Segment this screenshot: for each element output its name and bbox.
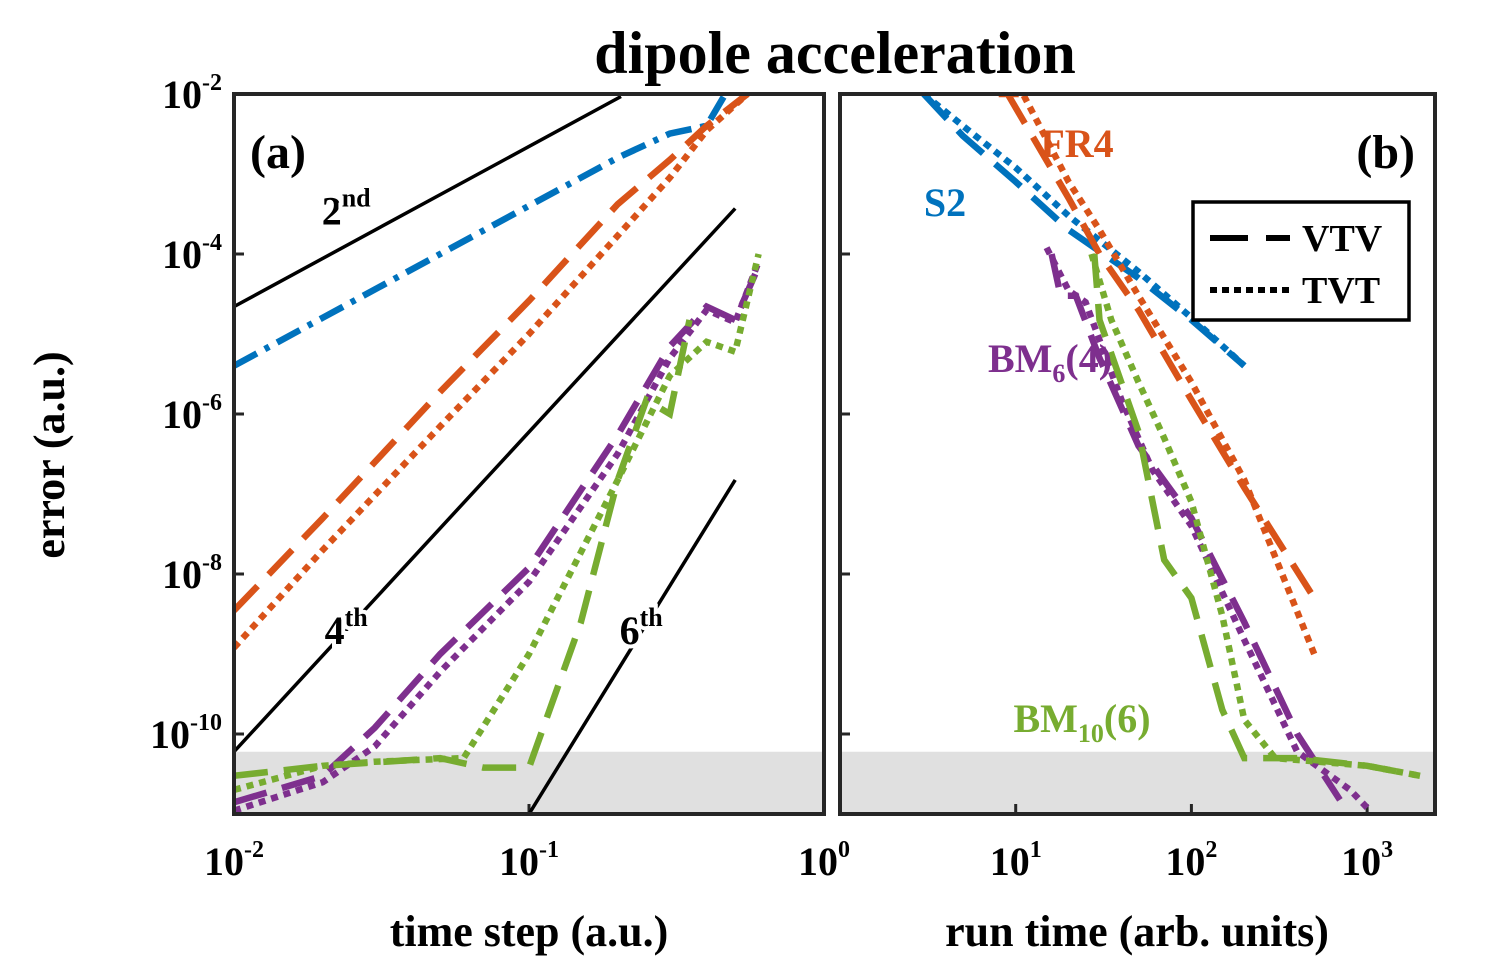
series-bm106-dotted [1088,253,1421,779]
panel-a-y-tick-labels: 10-2 10-4 10-6 10-8 10-10 [150,70,222,757]
panel-a-x-tick-label: 10-2 [204,837,264,884]
panel-b-x-tick-label: 101 [990,837,1042,884]
chart-title: dipole acceleration [594,20,1076,86]
series-bm64-dotted [234,260,762,814]
panel-a-label: (a) [250,126,306,179]
reference-label-order-4: 4th [325,603,369,653]
panel-a-y-tick-label: 10-2 [162,70,222,117]
legend-box [1191,200,1411,322]
panel-a-x-tick-label: 100 [798,837,850,884]
panel-a-reference-lines [234,94,737,814]
legend-label-tvt: TVT [1302,270,1380,312]
series-bm106-dashed [234,319,693,780]
panel-b-x-tick-labels: 101 102 103 [990,837,1393,884]
label-s2: S2 [924,180,966,225]
panel-a-y-tick-label: 10-8 [162,550,222,597]
reference-line-order-6 [527,478,737,814]
panel-a-y-tick-label: 10-4 [162,230,222,277]
y-axis-label: error (a.u.) [25,351,74,558]
legend-label-vtv: VTV [1302,218,1383,260]
reference-label-order-6: 6th [620,603,664,653]
panel-b-x-tick-label: 103 [1341,837,1393,884]
panel-a-x-axis-label: time step (a.u.) [390,907,669,956]
label-bm106: BM10(6) [1013,696,1150,748]
panel-b-x-tick-label: 102 [1165,837,1217,884]
panel-a-y-tick-label: 10-10 [150,710,222,757]
panel-a-x-tick-label: 10-1 [499,837,559,884]
reference-line-order-2 [234,94,622,309]
series-fr4-dotted [998,94,1318,656]
label-fr4: FR4 [1040,121,1113,166]
reference-line-order-4 [234,207,737,753]
panel-b-frame [838,92,1437,816]
label-bm64: BM6(4) [988,336,1112,388]
series-fr4-dashed [1004,94,1317,600]
panel-a-y-tick-label: 10-6 [162,390,222,437]
panel-a-series [234,94,762,814]
series-bm106-dotted [234,253,762,794]
panel-a-reference-labels: 2nd 4th 6th [318,179,668,656]
panel-b-label: (b) [1356,126,1415,179]
series-fr4-dashed [234,94,750,613]
series-fr4-dotted [234,94,750,650]
panel-b-legend: VTV TVT [1191,200,1411,322]
series-bm64-dotted [1043,246,1370,810]
panel-b-x-axis-label: run time (arb. units) [945,907,1329,956]
reference-label-order-2: 2nd [322,183,371,233]
panel-a-x-tick-labels: 10-2 10-1 100 [204,837,850,884]
panel-a-frame [232,92,826,816]
